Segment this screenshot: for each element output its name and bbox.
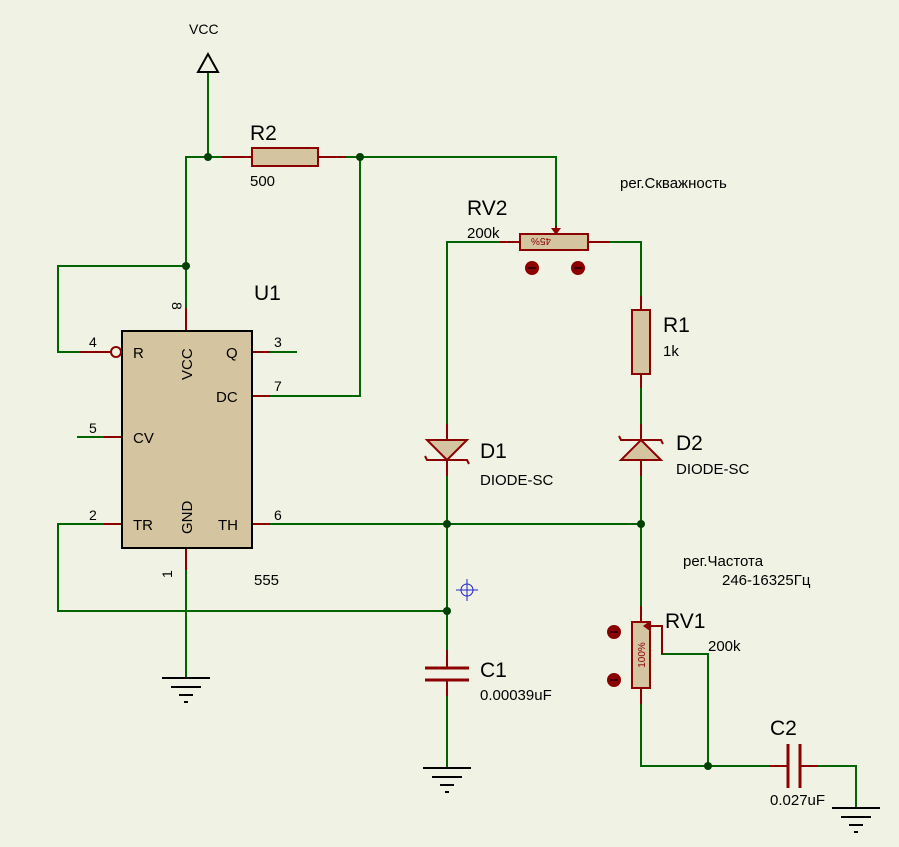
junction-dot-icon bbox=[443, 607, 451, 615]
d2-triangle bbox=[618, 438, 664, 461]
rv1-wiper bbox=[650, 625, 663, 654]
u1-pin-leads bbox=[80, 308, 270, 570]
rv1-body bbox=[631, 621, 651, 689]
u1-pin-number-1: 1 bbox=[159, 570, 175, 578]
u1-pin-name-cv: CV bbox=[133, 430, 154, 447]
d1-triangle bbox=[424, 439, 470, 462]
rv1-note-title: рег.Частота bbox=[683, 553, 764, 570]
rv1-wiper-arrow-icon bbox=[643, 621, 650, 631]
potentiometer-rv1[interactable]: 100% RV1 200k рег.Частота 246-16325Гц bbox=[607, 553, 811, 704]
junction-dot-icon bbox=[204, 153, 212, 161]
d2-value: DIODE-SC bbox=[676, 461, 750, 478]
junction-dot-icon bbox=[443, 520, 451, 528]
rv1-setting: 100% bbox=[637, 642, 648, 668]
rv1-name: RV1 bbox=[665, 610, 705, 633]
u1-reset-inversion-icon bbox=[110, 346, 122, 358]
u1-pin-name-q: Q bbox=[226, 345, 238, 362]
rv2-note: рег.Скважность bbox=[620, 175, 727, 192]
d2-bar bbox=[618, 435, 664, 445]
d1-value: DIODE-SC bbox=[480, 472, 554, 489]
capacitor-c2[interactable]: C2 0.027uF bbox=[770, 717, 825, 809]
u1-pin-number-8: 8 bbox=[169, 302, 185, 310]
vcc-label: VCC bbox=[189, 21, 219, 37]
u1-pin-name-th: TH bbox=[218, 517, 238, 534]
ground-u1 bbox=[162, 677, 210, 703]
u1-pin-number-4: 4 bbox=[89, 334, 97, 350]
u1-pin-name-vcc: VCC bbox=[179, 348, 196, 380]
rv2-setting: 45% bbox=[531, 235, 551, 246]
r2-body bbox=[251, 147, 319, 167]
probe-crosshair-icon[interactable] bbox=[456, 579, 478, 601]
u1-body bbox=[121, 330, 253, 549]
junctions bbox=[182, 153, 712, 770]
u1-pin-number-7: 7 bbox=[274, 378, 282, 394]
d1-bar bbox=[424, 455, 470, 465]
u1-pin-name-gnd: GND bbox=[179, 501, 196, 535]
u1-pin-number-5: 5 bbox=[89, 420, 97, 436]
c2-name: C2 bbox=[770, 717, 797, 740]
u1-pin-name-tr: TR bbox=[133, 517, 153, 534]
capacitor-c1[interactable]: C1 0.00039uF bbox=[425, 650, 552, 704]
u1-value: 555 bbox=[254, 572, 279, 589]
u1-pin-number-3: 3 bbox=[274, 334, 282, 350]
r2-name: R2 bbox=[250, 122, 277, 145]
diode-d2[interactable]: D2 DIODE-SC bbox=[618, 424, 750, 478]
r1-value: 1k bbox=[663, 343, 679, 360]
r1-name: R1 bbox=[663, 314, 690, 337]
u1-pin-name-dc: DC bbox=[216, 389, 238, 406]
ground-c1 bbox=[423, 767, 471, 793]
ic-u1-555[interactable]: R Q VCC DC CV TR GND TH 8 4 3 7 5 2 6 1 … bbox=[80, 282, 282, 589]
power-terminal-icon bbox=[196, 51, 220, 73]
d2-name: D2 bbox=[676, 432, 703, 455]
c1-value: 0.00039uF bbox=[480, 687, 552, 704]
c1-name: C1 bbox=[480, 659, 507, 682]
c2-value: 0.027uF bbox=[770, 792, 825, 809]
diode-d1[interactable]: D1 DIODE-SC bbox=[424, 424, 554, 489]
r1-body bbox=[631, 309, 651, 375]
resistor-r2[interactable]: R2 500 bbox=[222, 122, 346, 190]
ground-c2 bbox=[832, 807, 880, 833]
d1-name: D1 bbox=[480, 440, 507, 463]
junction-dot-icon bbox=[182, 262, 190, 270]
u1-name: U1 bbox=[254, 282, 281, 305]
u1-pin-number-6: 6 bbox=[274, 507, 282, 523]
potentiometer-rv2[interactable]: 45% RV2 200k рег.Скважность bbox=[467, 175, 727, 275]
junction-dot-icon bbox=[356, 153, 364, 161]
vcc-terminal[interactable]: VCC bbox=[189, 21, 220, 73]
rv2-value: 200k bbox=[467, 225, 500, 242]
junction-dot-icon bbox=[704, 762, 712, 770]
u1-pin-number-2: 2 bbox=[89, 507, 97, 523]
junction-dot-icon bbox=[637, 520, 645, 528]
rv2-body bbox=[519, 233, 589, 251]
rv1-note-range: 246-16325Гц bbox=[722, 572, 811, 589]
u1-pin-name-r: R bbox=[133, 345, 144, 362]
resistor-r1[interactable]: R1 1k bbox=[631, 296, 690, 388]
rv1-value: 200k bbox=[708, 638, 741, 655]
rv2-wiper-arrow-icon bbox=[551, 228, 561, 235]
rv2-name: RV2 bbox=[467, 197, 507, 220]
r2-value: 500 bbox=[250, 173, 275, 190]
